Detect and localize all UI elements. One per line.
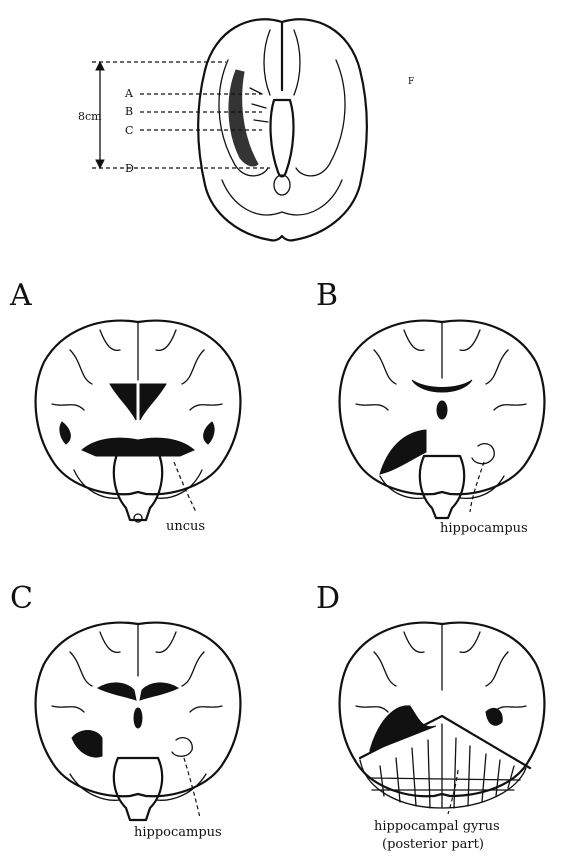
- panel-d-gyrus-label: hippocampal gyrus: [374, 819, 500, 834]
- corner-mark: F: [408, 77, 414, 87]
- panel-d-gyrus-sublabel: (posterior part): [382, 837, 484, 852]
- scale-label: 8cm: [78, 110, 102, 123]
- top-view-hippocampus-strip: [229, 70, 258, 166]
- panel-b-hippocampus-pointer: [470, 462, 484, 512]
- top-view-temporal-right: [296, 60, 345, 176]
- panel-a-basal-cistern: [82, 438, 194, 456]
- section-label-d: D: [125, 162, 134, 175]
- panel-d-letter: D: [316, 581, 340, 616]
- panel-c-hippocampus-label: hippocampus: [134, 825, 222, 840]
- panel-a-lateral-ventricles: [110, 384, 166, 420]
- top-view-cerebellum: [222, 180, 342, 215]
- panel-b: B hippocampus: [316, 278, 544, 536]
- panel-c-left-horn: [72, 731, 102, 758]
- panel-d-cerebellum: [360, 760, 526, 808]
- panel-c-hippocampus-pointer: [184, 758, 200, 818]
- panel-d: D hippocampal gyrus (posterior part): [316, 581, 544, 852]
- panel-c-hippocampus: [172, 738, 192, 757]
- panel-a: A uncus: [9, 278, 240, 534]
- panel-a-uncus-label: uncus: [166, 519, 205, 534]
- panel-b-sulci: [356, 330, 526, 410]
- panel-c: C hippocampus: [10, 581, 240, 840]
- panel-a-letter: A: [9, 278, 32, 313]
- panel-d-left-ventricle: [370, 706, 436, 752]
- panel-c-brainstem: [114, 758, 162, 820]
- panel-c-lateral-ventricles: [98, 683, 178, 700]
- panel-b-hippocampus: [472, 444, 494, 464]
- section-label-c: C: [125, 124, 133, 137]
- panel-b-lateral-ventricles: [412, 380, 472, 392]
- panel-d-right-ventricle: [486, 708, 502, 725]
- panel-a-sulci: [52, 330, 222, 410]
- top-view-brainstem: [271, 100, 294, 177]
- panel-a-brainstem: [114, 452, 162, 520]
- panel-b-letter: B: [316, 278, 338, 313]
- panel-b-cerebellum: [380, 476, 504, 498]
- panel-c-sulci: [52, 632, 222, 712]
- section-label-b: B: [125, 105, 133, 118]
- section-label-a: A: [124, 87, 134, 100]
- panel-b-brainstem: [420, 456, 464, 518]
- panel-c-letter: C: [10, 581, 33, 616]
- top-view-brain: [198, 19, 367, 240]
- panel-c-cerebellum: [70, 774, 206, 800]
- panel-d-sulci: [356, 632, 526, 712]
- panel-b-cistern: [380, 430, 426, 474]
- top-view-medulla: [274, 175, 290, 195]
- panel-b-hippocampus-label: hippocampus: [440, 521, 528, 536]
